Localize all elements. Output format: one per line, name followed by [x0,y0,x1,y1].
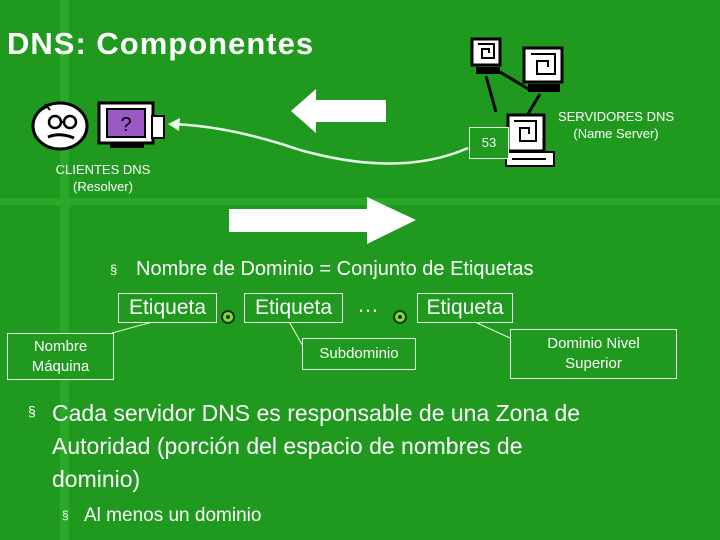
sub-bullet-text: Al menos un dominio [84,505,262,526]
arrow-left-icon [291,89,386,133]
computer-icon [470,37,564,92]
note-machine-line2: Máquina [31,358,90,375]
note-top-level-line2: Superior [565,355,622,372]
domain-bullet-text: Nombre de Dominio = Conjunto de Etiqueta… [136,258,534,280]
server-tower-icon [505,113,555,167]
servers-label-line2: (Name Server) [573,126,659,141]
separator-dot-2 [393,310,407,324]
clients-label-line1: CLIENTES DNS [55,162,151,177]
label-box-3: Etiqueta [417,293,513,323]
bullet-mark: § [28,403,36,419]
servers-label-line1: SERVIDORES DNS [557,109,675,124]
zone-bullet-line1: Cada servidor DNS es responsable de una … [52,400,581,426]
clients-label-line2: (Resolver) [73,179,133,194]
port-number-box: 53 [469,127,509,159]
zone-bullet-line2: Autoridad (porción del espacio de nombre… [52,433,523,459]
servers-label: SERVIDORES DNS (Name Server) [552,108,680,142]
label-box-1: Etiqueta [118,293,217,323]
computer-question-icon: ? [97,101,165,148]
domain-bullet: § Nombre de Dominio = Conjunto de Etique… [110,258,650,284]
bullet-mark: § [110,262,118,277]
arrow-right-icon [229,197,416,244]
note-machine-line1: Nombre [33,338,88,355]
separator-dot-1 [221,310,235,324]
svg-text:?: ? [120,114,131,136]
note-top-level-line1: Dominio Nivel [547,335,640,352]
bullet-mark: § [62,508,69,522]
label-box-2: Etiqueta [244,293,343,323]
note-subdomain: Subdominio [302,338,416,370]
background-stripe-vertical [60,0,69,540]
zone-bullet-line3: dominio) [52,466,141,492]
note-machine-name: Nombre Máquina [7,333,114,380]
ellipsis: … [357,292,379,317]
person-icon [31,101,89,151]
note-top-level-domain: Dominio Nivel Superior [510,329,677,379]
clients-label: CLIENTES DNS (Resolver) [48,161,158,195]
zone-bullet-text: Cada servidor DNS es responsable de una … [52,397,580,496]
slide-title: DNS: Componentes [7,26,315,61]
background-stripe-horizontal [0,198,720,205]
